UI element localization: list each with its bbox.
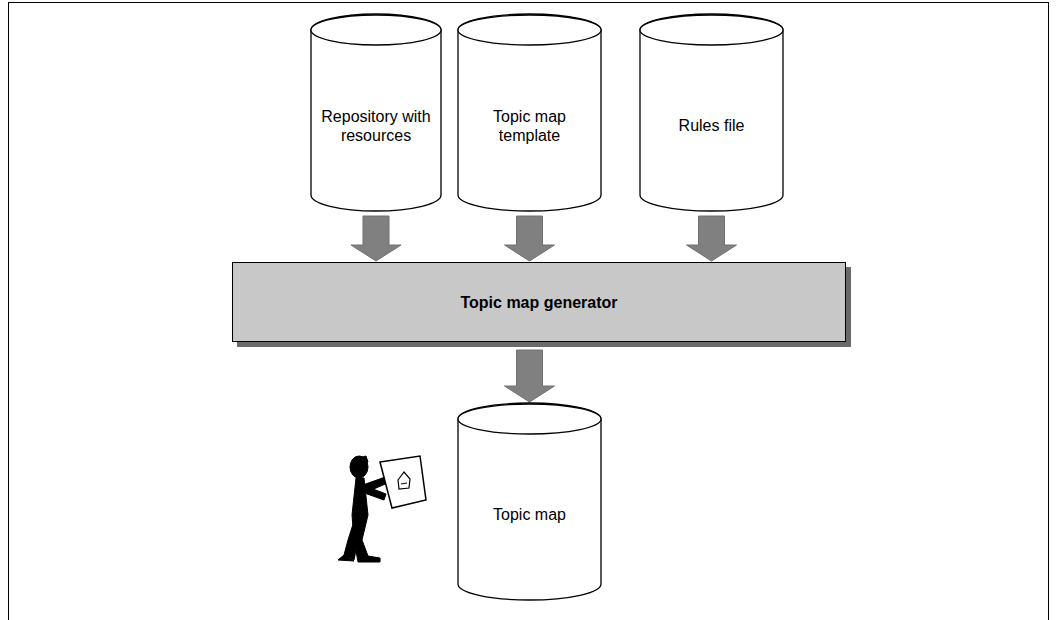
block-arrow xyxy=(351,216,401,261)
database-cylinder: Repository with resources xyxy=(310,14,442,212)
cylinder-top xyxy=(311,15,441,45)
cylinder-top xyxy=(458,404,601,434)
cylinder-body xyxy=(458,403,601,600)
cylinder-body xyxy=(458,14,601,211)
cylinder-body xyxy=(640,14,783,211)
store-label: Topic map template xyxy=(470,107,590,145)
process-bar: Topic map generator xyxy=(232,262,846,342)
block-arrow xyxy=(687,216,737,261)
store-label: Repository with resources xyxy=(320,107,432,145)
block-arrow xyxy=(505,350,555,402)
database-cylinder: Rules file xyxy=(639,14,784,212)
cylinder-body xyxy=(311,14,441,211)
store-label: Topic map xyxy=(493,505,566,524)
cylinder-outline xyxy=(639,14,784,212)
block-arrow xyxy=(505,216,555,261)
database-cylinder: Topic map template xyxy=(457,14,602,212)
database-cylinder: Topic map xyxy=(457,403,602,601)
process-label: Topic map generator xyxy=(460,293,617,312)
cylinder-outline xyxy=(457,403,602,601)
store-label: Rules file xyxy=(679,116,745,135)
cylinder-top xyxy=(640,15,783,45)
map-sheet xyxy=(380,456,426,508)
cylinder-top xyxy=(458,15,601,45)
